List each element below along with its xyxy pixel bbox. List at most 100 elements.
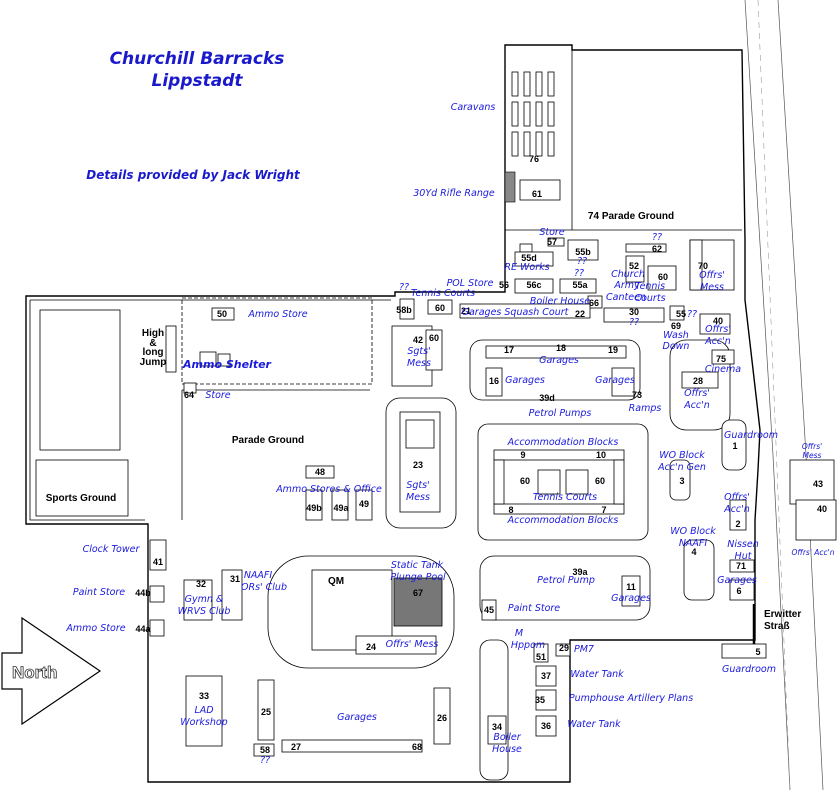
label-tennis-ne-2: Courts xyxy=(634,293,665,304)
num-17: 17 xyxy=(504,345,514,355)
label-accommodation-2: Accommodation Blocks xyxy=(507,515,619,526)
label-garages-squash: Garages Squash Court xyxy=(462,307,570,318)
building-49a xyxy=(331,489,349,521)
facility-labels: Caravans 30Yd Rifle Range Store RE Works… xyxy=(65,102,834,766)
label-caravans: Caravans xyxy=(451,102,496,113)
building-numbers: 76 61 57 55b 55d 56 56c 55a 62 52 60 70 … xyxy=(135,154,827,755)
label-boiler-house-2: House xyxy=(492,744,522,755)
static-tank xyxy=(393,577,443,627)
building-64 xyxy=(183,382,197,394)
label-naafi-2: ORs' Club xyxy=(241,582,287,593)
building-69 xyxy=(669,305,685,321)
label-pumphouse: Pumphouse Artillery Plans xyxy=(569,693,693,704)
label-q-58: ?? xyxy=(260,755,270,766)
label-sgts-mess-42-2: Mess xyxy=(407,358,431,369)
num-39a: 39a xyxy=(572,567,588,577)
label-wash-down-2: Down xyxy=(663,341,690,352)
label-high-jump-1: High xyxy=(142,328,164,339)
label-garages-11: Garages xyxy=(611,593,651,604)
label-offrs-acc-40-1: Offrs' xyxy=(705,324,731,335)
num-60-c2: 60 xyxy=(595,476,605,486)
building-44b xyxy=(149,585,165,603)
building-40-east xyxy=(795,499,837,541)
building-44a xyxy=(149,619,165,637)
label-garages-16: Garages xyxy=(505,375,545,386)
label-rifle-range: 30Yd Rifle Range xyxy=(413,188,495,199)
num-55a: 55a xyxy=(572,280,588,290)
label-ammo-store-50: Ammo Store xyxy=(247,309,307,320)
label-q-58b: ?? xyxy=(399,282,409,293)
label-pm7: PM7 xyxy=(574,644,594,655)
label-static-tank-2: Plunge Pool xyxy=(390,572,446,583)
building-52 xyxy=(625,255,645,283)
rifle-range-butts xyxy=(504,171,516,203)
num-18: 18 xyxy=(556,343,566,353)
label-m-hppom-1: M xyxy=(515,628,523,639)
label-offrs-mess-24: Offrs' Mess xyxy=(386,639,439,650)
label-sgts-mess-23-2: Mess xyxy=(406,492,430,503)
num-11: 11 xyxy=(626,582,636,592)
num-8: 8 xyxy=(508,505,513,515)
num-43: 43 xyxy=(813,479,823,489)
num-71: 71 xyxy=(736,561,746,571)
building-58 xyxy=(253,743,275,757)
label-offrs-acc-28-2: Acc'n xyxy=(683,400,710,411)
label-high-jump-3: long xyxy=(142,347,163,358)
label-pol-store: POL Store xyxy=(447,278,494,289)
boiler-house-ramp xyxy=(479,639,509,781)
label-ramps: Ramps xyxy=(629,403,662,414)
label-ammo-stores-office: Ammo Stores & Office xyxy=(275,484,382,495)
building-31 xyxy=(221,569,243,621)
building-58b xyxy=(399,298,415,320)
label-army: Army xyxy=(613,280,640,291)
building-55a xyxy=(559,278,597,294)
num-56c: 56c xyxy=(526,280,541,290)
label-store-64: Store xyxy=(205,390,230,401)
label-nissen-hut-1: Nissen xyxy=(727,539,759,550)
building-42 xyxy=(391,325,433,387)
label-offrs-mess-70-1: Offrs' xyxy=(699,270,725,281)
num-2: 2 xyxy=(735,519,740,529)
label-garages-bottom: Garages xyxy=(337,712,377,723)
label-sports-ground: Sports Ground xyxy=(46,493,117,504)
num-30: 30 xyxy=(629,307,639,317)
num-25: 25 xyxy=(261,707,271,717)
label-re-works: RE Works xyxy=(504,262,549,273)
num-58: 58 xyxy=(260,745,270,755)
label-offrs-acc-40-2: Acc'n xyxy=(704,336,731,347)
num-29: 29 xyxy=(559,643,569,653)
num-64: 64 xyxy=(184,390,194,400)
map-credit: Details provided by Jack Wright xyxy=(86,168,301,182)
north-arrow: North xyxy=(1,616,102,726)
building-35 xyxy=(535,689,557,711)
label-static-tank-1: Static Tank xyxy=(391,560,444,571)
num-5: 5 xyxy=(755,647,760,657)
building-55b xyxy=(567,239,599,261)
label-sgts-mess-23-1: Sgts' xyxy=(406,480,429,491)
label-parade-ground-74: 74 Parade Ground xyxy=(588,211,674,222)
label-offrs-acc-40-east: Offrs' Acc'n xyxy=(792,548,835,557)
perimeter-fence xyxy=(25,44,761,783)
num-40-ne: 40 xyxy=(713,316,723,326)
num-55: 55 xyxy=(676,309,686,319)
label-paint-store-45: Paint Store xyxy=(508,603,560,614)
building-4 xyxy=(683,539,715,601)
building-61 xyxy=(519,179,561,201)
label-garages-top: Garages xyxy=(539,355,579,366)
north-label: North xyxy=(12,663,57,682)
num-26: 26 xyxy=(437,713,447,723)
label-water-tank-37: Water Tank xyxy=(570,669,624,680)
num-62: 62 xyxy=(652,244,662,254)
label-naafi-1: NAAFI xyxy=(244,570,273,581)
num-57: 57 xyxy=(547,237,557,247)
label-gymn-1: Gymn & xyxy=(185,594,224,605)
label-petrol-pumps: Petrol Pumps xyxy=(529,408,592,419)
label-tennis-ne-1: Tennis xyxy=(635,281,665,292)
map-title-line2: Lippstadt xyxy=(151,71,243,91)
label-nissen-hut-2: Hut xyxy=(735,551,753,562)
num-55b: 55b xyxy=(575,247,591,257)
num-45: 45 xyxy=(484,605,494,615)
num-61: 61 xyxy=(532,189,542,199)
num-36: 36 xyxy=(541,721,551,731)
